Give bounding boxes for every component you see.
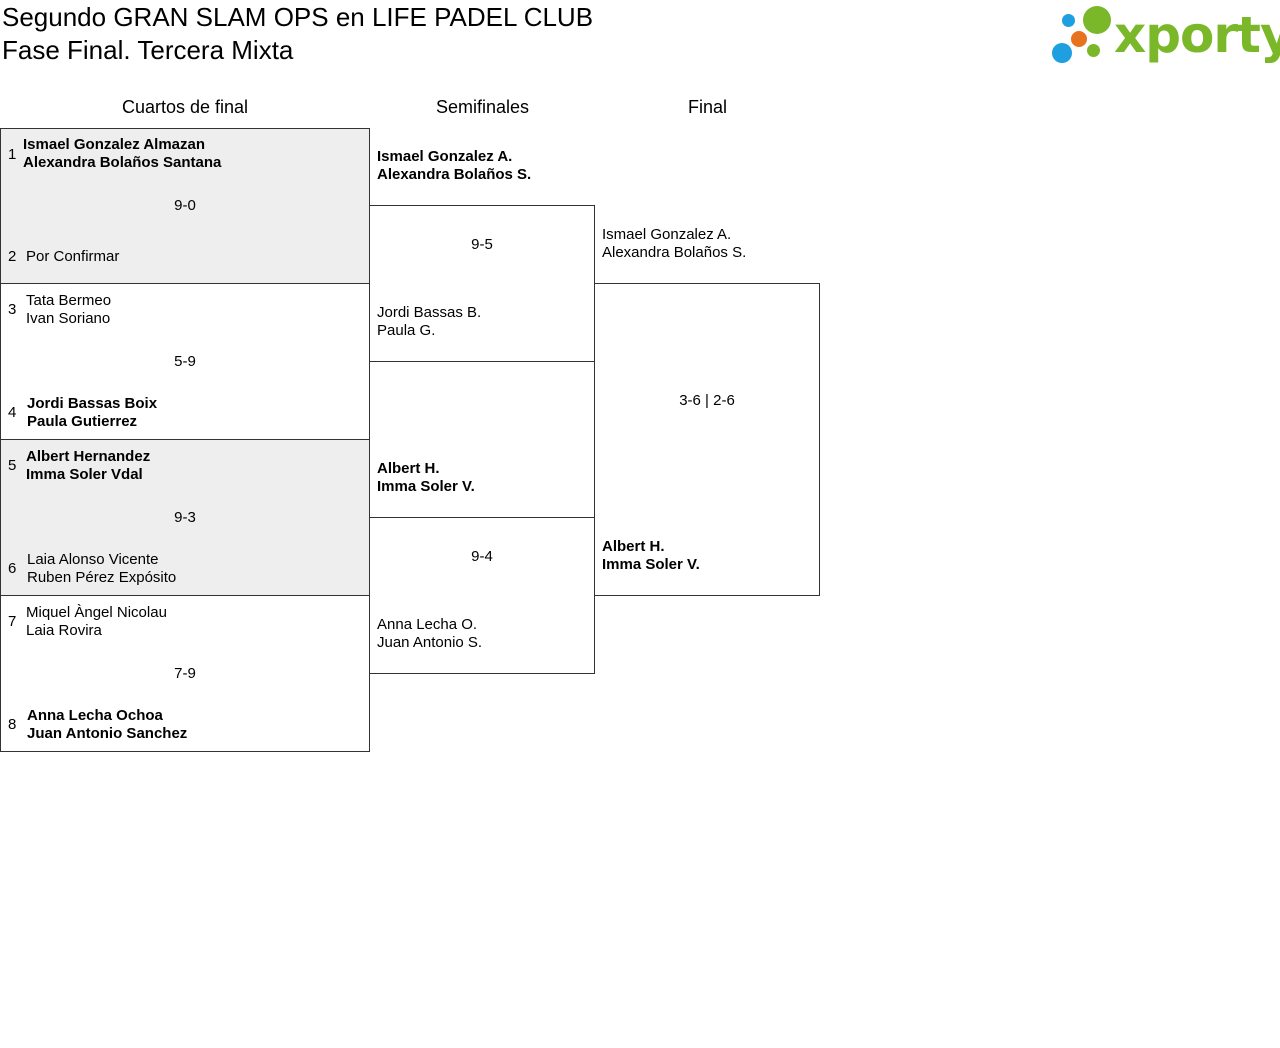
team-entry: Anna Lecha Ochoa Juan Antonio Sanchez [27, 707, 187, 743]
semifinal-1-bottom-team: Jordi Bassas B. Paula G. [377, 304, 481, 340]
player-name: Anna Lecha O. [377, 616, 478, 633]
round-header-semifinals: Semifinales [435, 97, 530, 117]
team-entry: Tata Bermeo Ivan Soriano [26, 292, 111, 328]
player-name: Paula Gutierrez [27, 413, 138, 430]
player-name: Juan Antonio Sanchez [27, 725, 188, 742]
player-name: Ismael Gonzalez Almazan [23, 136, 206, 153]
team-entry: Jordi Bassas Boix Paula Gutierrez [27, 395, 157, 431]
player-name: Tata Bermeo [26, 292, 112, 309]
team-entry: Por Confirmar [26, 248, 119, 266]
player-name: Jordi Bassas B. [377, 304, 482, 321]
player-name: Alexandra Bolaños Santana [23, 154, 222, 171]
player-name: Alexandra Bolaños S. [602, 244, 747, 261]
player-name: Paula G. [377, 322, 436, 339]
round-header-quarterfinals: Cuartos de final [121, 97, 249, 117]
semifinal-1-top-team: Ismael Gonzalez A. Alexandra Bolaños S. [377, 148, 531, 184]
player-name: Imma Soler Vdal [26, 466, 143, 483]
team-entry: Laia Alonso Vicente Ruben Pérez Expósito [27, 551, 176, 587]
player-name: Miquel Àngel Nicolau [26, 604, 167, 621]
match-score: 9-0 [174, 197, 196, 214]
page-title: Segundo GRAN SLAM OPS en LIFE PADEL CLUB [2, 2, 594, 32]
seed-number: 5 [8, 457, 17, 474]
player-name: Imma Soler V. [377, 478, 475, 495]
player-name: Albert H. [602, 538, 665, 555]
player-name: Jordi Bassas Boix [27, 395, 158, 412]
quarterfinal-match-1: 1 Ismael Gonzalez Almazan Alexandra Bola… [0, 128, 370, 284]
team-entry: Albert Hernandez Imma Soler Vdal [26, 448, 150, 484]
seed-number: 7 [8, 613, 17, 630]
semifinal-2-bottom-team: Anna Lecha O. Juan Antonio S. [377, 616, 482, 652]
page-subtitle: Fase Final. Tercera Mixta [2, 35, 294, 65]
xporty-logo[interactable]: xporty [1050, 4, 1280, 66]
logo-dot-green [1083, 6, 1111, 34]
player-name: Juan Antonio S. [377, 634, 483, 651]
match-score: 5-9 [174, 353, 196, 370]
player-name: Imma Soler V. [602, 556, 700, 573]
logo-dot-blue-small [1062, 14, 1075, 27]
final-bottom-team: Albert H. Imma Soler V. [602, 538, 700, 574]
player-name: Por Confirmar [26, 248, 120, 265]
logo-dot-orange [1071, 31, 1087, 47]
player-name: Alexandra Bolaños S. [377, 166, 532, 183]
semifinal-match-1: 9-5 Jordi Bassas B. Paula G. [369, 205, 595, 362]
seed-number: 4 [8, 404, 17, 421]
team-entry: Ismael Gonzalez Almazan Alexandra Bolaño… [23, 136, 221, 172]
seed-number: 6 [8, 560, 17, 577]
match-score: 9-5 [471, 236, 493, 253]
seed-number: 1 [8, 146, 17, 163]
logo-wordmark: xporty [1114, 6, 1280, 64]
match-score: 9-4 [471, 548, 493, 565]
match-score: 3-6 | 2-6 [679, 392, 735, 409]
quarterfinal-match-3: 5 Albert Hernandez Imma Soler Vdal 9-3 6… [0, 439, 370, 596]
seed-number: 8 [8, 716, 17, 733]
seed-number: 2 [8, 248, 17, 265]
player-name: Ivan Soriano [26, 310, 111, 327]
semifinal-match-2: 9-4 Anna Lecha O. Juan Antonio S. [369, 517, 595, 674]
player-name: Laia Alonso Vicente [27, 551, 159, 568]
match-score: 9-3 [174, 509, 196, 526]
seed-number: 3 [8, 301, 17, 318]
logo-dot-green-small [1087, 44, 1100, 57]
final-top-team: Ismael Gonzalez A. Alexandra Bolaños S. [602, 226, 746, 262]
player-name: Anna Lecha Ochoa [27, 707, 163, 724]
player-name: Ismael Gonzalez A. [602, 226, 732, 243]
player-name: Albert H. [377, 460, 440, 477]
player-name: Ruben Pérez Expósito [27, 569, 177, 586]
quarterfinal-match-4: 7 Miquel Àngel Nicolau Laia Rovira 7-9 8… [0, 595, 370, 752]
semifinal-2-top-team: Albert H. Imma Soler V. [377, 460, 475, 496]
logo-dot-blue-large [1052, 43, 1072, 63]
quarterfinal-match-2: 3 Tata Bermeo Ivan Soriano 5-9 4 Jordi B… [0, 283, 370, 440]
final-match: 3-6 | 2-6 Albert H. Imma Soler V. [594, 283, 820, 596]
round-header-final: Final [687, 97, 727, 117]
player-name: Albert Hernandez [26, 448, 151, 465]
team-entry: Miquel Àngel Nicolau Laia Rovira [26, 604, 167, 640]
player-name: Laia Rovira [26, 622, 102, 639]
player-name: Ismael Gonzalez A. [377, 148, 513, 165]
match-score: 7-9 [174, 665, 196, 682]
